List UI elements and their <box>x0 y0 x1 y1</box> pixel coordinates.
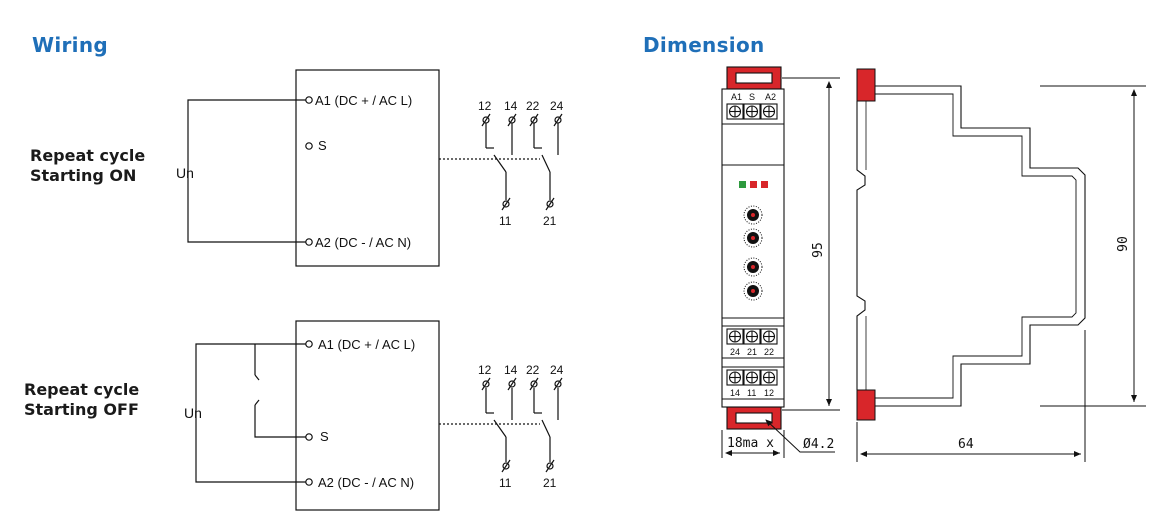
time-percent-knob-1 <box>743 228 763 248</box>
side-dimension-lines <box>856 85 1146 462</box>
terminal-a1-label: A1 (DC + / AC L) <box>318 337 415 352</box>
top-terminal-s: S <box>749 92 755 102</box>
switch-wire-bottom <box>254 405 308 438</box>
terminal-a1-label: A1 (DC + / AC L) <box>315 93 412 108</box>
screw-symbol-22 <box>529 377 539 391</box>
bottom-terminal-screws <box>726 369 778 386</box>
led-un <box>739 181 746 188</box>
terminal-a2-circle <box>305 238 313 246</box>
terminal-a2-circle <box>305 478 313 486</box>
bottom-terminal-11: 11 <box>747 388 756 398</box>
bottom-terminal-12: 12 <box>764 388 774 398</box>
bottom-clip-slot <box>735 412 773 424</box>
terminal-a1-circle <box>305 340 313 348</box>
top-terminal-a2: A2 <box>765 92 776 102</box>
screw-symbol-12 <box>481 113 491 127</box>
terminal-s-circle <box>305 142 313 150</box>
mid-terminal-22: 22 <box>764 347 774 357</box>
hole-diameter-value: Ø4.2 <box>803 437 834 452</box>
condition-line-2: Starting OFF <box>24 400 139 419</box>
wiring-diagram-on <box>187 69 563 267</box>
terminal-s-circle <box>305 433 313 441</box>
mid-terminal-screws <box>726 328 778 345</box>
screw-symbol-12 <box>481 377 491 391</box>
terminal-s-label: S <box>318 138 327 153</box>
screw-symbol-11 <box>501 197 511 211</box>
switch-contact-bottom <box>254 399 260 406</box>
led-r2 <box>761 181 768 188</box>
wiring-heading: Wiring <box>32 33 108 57</box>
terminal-a2-label: A2 (DC - / AC N) <box>315 235 411 250</box>
screw-symbol-14 <box>507 377 517 391</box>
side-top-clip <box>856 68 876 102</box>
terminal-a2-label: A2 (DC - / AC N) <box>318 475 414 490</box>
screw-symbol-22 <box>529 113 539 127</box>
top-terminal-screws <box>726 103 778 120</box>
wiring-diagram-off <box>195 320 563 511</box>
contact-label-12: 12 <box>478 99 492 113</box>
supply-label: Un <box>184 405 202 421</box>
led-r1 <box>750 181 757 188</box>
screw-symbol-21 <box>545 459 555 473</box>
contact-label-24: 24 <box>550 363 564 377</box>
top-terminal-a1: A1 <box>731 92 742 102</box>
time-percent-knob-2 <box>743 281 763 301</box>
condition-label-on: Repeat cycle Starting ON <box>30 146 145 186</box>
contact-label-22: 22 <box>526 363 540 377</box>
height-side-value: 90 <box>1116 236 1131 252</box>
supply-wire <box>195 343 308 483</box>
screw-symbol-24 <box>553 377 563 391</box>
terminal-a1-circle <box>305 96 313 104</box>
contact-label-11: 11 <box>499 214 512 228</box>
supply-label: Un <box>176 165 194 181</box>
condition-line-1: Repeat cycle <box>24 380 140 399</box>
mid-terminal-24: 24 <box>730 347 740 357</box>
mid-terminal-21: 21 <box>747 347 757 357</box>
contact-label-21: 21 <box>543 214 557 228</box>
front-view <box>721 66 785 430</box>
height-front-value: 95 <box>811 242 826 258</box>
contact-label-14: 14 <box>504 363 518 377</box>
screw-symbol-21 <box>545 197 555 211</box>
width-front-value: 18ma x <box>727 436 774 451</box>
time-range-knob-2 <box>743 257 763 277</box>
dimension-heading: Dimension <box>643 33 765 57</box>
contact-label-14: 14 <box>504 99 518 113</box>
side-bottom-clip <box>856 389 876 421</box>
relay-box <box>295 69 440 267</box>
side-view <box>856 68 1086 421</box>
housing <box>721 88 785 408</box>
condition-line-1: Repeat cycle <box>30 146 146 165</box>
contact-label-12: 12 <box>478 363 492 377</box>
contact-label-24: 24 <box>550 99 564 113</box>
screw-symbol-11 <box>501 459 511 473</box>
front-dimension-lines <box>721 77 840 458</box>
bottom-terminal-14: 14 <box>730 388 740 398</box>
terminal-s-label: S <box>320 429 329 444</box>
depth-value: 64 <box>958 437 974 452</box>
contact-label-21: 21 <box>543 476 557 490</box>
top-clip-slot <box>735 72 773 84</box>
side-inner-outline <box>875 93 1077 399</box>
contact-label-11: 11 <box>499 476 512 490</box>
contact-label-22: 22 <box>526 99 540 113</box>
relay-box <box>295 320 440 511</box>
switch-contact-top <box>254 374 260 381</box>
adjustment-knobs <box>743 205 763 301</box>
supply-wire <box>187 99 308 243</box>
time-range-knob-1 <box>743 205 763 225</box>
condition-line-2: Starting ON <box>30 166 137 185</box>
condition-label-off: Repeat cycle Starting OFF <box>24 380 139 420</box>
side-outline <box>875 85 1086 407</box>
screw-symbol-24 <box>553 113 563 127</box>
screw-symbol-14 <box>507 113 517 127</box>
din-rail-profile <box>856 101 866 390</box>
